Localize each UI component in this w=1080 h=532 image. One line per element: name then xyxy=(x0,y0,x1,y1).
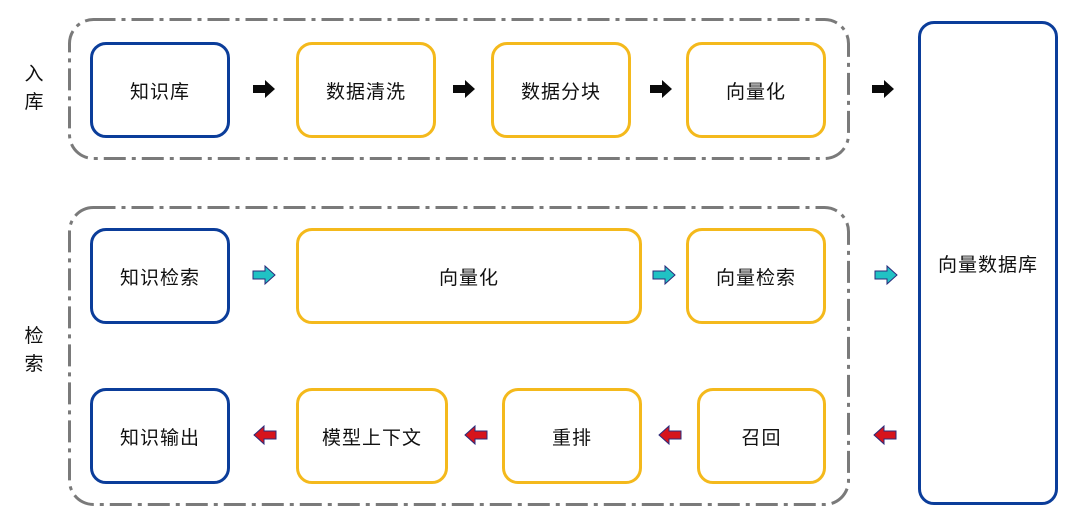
ingest-frame-border xyxy=(68,18,850,160)
model-context-label: 模型上下文 xyxy=(321,426,422,449)
arrow-right-icon xyxy=(874,264,898,286)
vectorize-query-box: 向量化 xyxy=(296,228,642,324)
model-context-box: 模型上下文 xyxy=(296,388,448,484)
knowledge-base-box: 知识库 xyxy=(90,42,230,138)
arrow-shape xyxy=(252,264,276,286)
vector-search-box: 向量检索 xyxy=(686,228,826,324)
arrow-shape xyxy=(253,424,277,446)
arrow-shape xyxy=(658,424,682,446)
arrow-right-icon xyxy=(453,80,475,98)
arrow-right-icon xyxy=(253,80,275,98)
arrow-shape xyxy=(874,264,898,286)
arrow-right-icon xyxy=(872,80,894,98)
knowledge-output-label: 知识输出 xyxy=(119,426,200,449)
retrieve-label-char-1: 检 xyxy=(24,325,44,347)
knowledge-base-label: 知识库 xyxy=(129,80,190,103)
data-cleaning-label: 数据清洗 xyxy=(325,80,406,103)
arrow-right-icon xyxy=(652,264,676,286)
retrieve-frame-border xyxy=(68,206,850,506)
retrieve-label-char-2: 索 xyxy=(24,353,44,375)
knowledge-output-box: 知识输出 xyxy=(90,388,230,484)
rerank-box: 重排 xyxy=(502,388,642,484)
data-chunking-box: 数据分块 xyxy=(491,42,631,138)
vectorize-ingest-label: 向量化 xyxy=(725,80,786,103)
retrieve-group-frame xyxy=(68,206,850,506)
arrow-right-icon xyxy=(650,80,672,98)
retrieve-section-label: 检 索 xyxy=(22,322,46,378)
ingest-section-label: 入 库 xyxy=(22,60,46,116)
vectorize-ingest-box: 向量化 xyxy=(686,42,826,138)
ingest-label-char-1: 入 xyxy=(24,63,44,85)
ingest-group-frame xyxy=(68,18,850,160)
vectorize-query-label: 向量化 xyxy=(438,266,499,289)
arrow-right-icon xyxy=(252,264,276,286)
arrow-left-icon xyxy=(658,424,682,446)
ingest-label-char-2: 库 xyxy=(24,91,44,113)
arrow-left-icon xyxy=(253,424,277,446)
data-cleaning-box: 数据清洗 xyxy=(296,42,436,138)
knowledge-query-label: 知识检索 xyxy=(119,266,200,289)
arrow-shape xyxy=(650,80,672,98)
arrow-left-icon xyxy=(464,424,488,446)
rerank-label: 重排 xyxy=(551,426,592,449)
arrow-shape xyxy=(453,80,475,98)
arrow-shape xyxy=(464,424,488,446)
arrow-shape xyxy=(253,80,275,98)
recall-label: 召回 xyxy=(741,426,782,449)
data-chunking-label: 数据分块 xyxy=(520,80,601,103)
recall-box: 召回 xyxy=(697,388,826,484)
vector-search-label: 向量检索 xyxy=(715,266,796,289)
arrow-shape xyxy=(872,80,894,98)
vector-database-box: 向量数据库 xyxy=(918,21,1058,505)
knowledge-query-box: 知识检索 xyxy=(90,228,230,324)
arrow-left-icon xyxy=(873,424,897,446)
arrow-shape xyxy=(873,424,897,446)
arrow-shape xyxy=(652,264,676,286)
vector-database-label: 向量数据库 xyxy=(937,253,1038,276)
